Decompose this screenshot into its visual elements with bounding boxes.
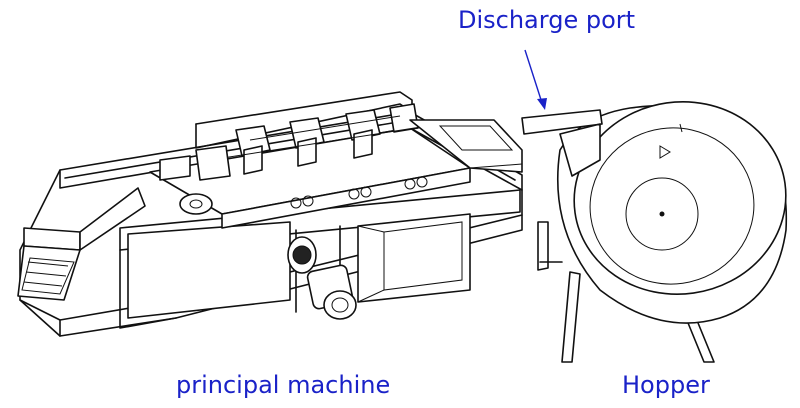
- hopper-bowl-rim: [573, 100, 787, 296]
- machine-inner-bin: [357, 213, 471, 303]
- discharge-port-spout: [521, 109, 603, 135]
- hopper-label: Hopper: [622, 371, 710, 399]
- feed-chute: [17, 187, 146, 301]
- hopper-drawing: [521, 100, 788, 363]
- machine-left-bay: [127, 221, 291, 319]
- output-track: [409, 119, 523, 173]
- principal-machine-label: principal machine: [176, 371, 391, 399]
- machine-inner-bin-opening: [383, 221, 463, 291]
- output-track-plate: [438, 125, 514, 151]
- machine-front-post: [119, 249, 177, 329]
- machine-deck-edge: [221, 167, 471, 229]
- hopper-indicator-mark: [659, 145, 671, 159]
- motor-assembly: [287, 236, 357, 320]
- discharge-port-arrow: [524, 49, 547, 110]
- hopper-leg-left: [537, 221, 549, 271]
- forming-heads: [159, 103, 441, 181]
- discharge-port-label: Discharge port: [458, 6, 636, 34]
- hopper-leg-front: [561, 271, 581, 363]
- hopper-bowl-inner: [589, 127, 755, 285]
- hopper-leg-right: [685, 317, 715, 363]
- discharge-port-neck: [559, 123, 601, 177]
- machine-bottom-left-edge: [19, 299, 61, 337]
- principal-machine-drawing: [17, 91, 523, 337]
- hopper-disk: [625, 177, 699, 251]
- pulley-wheel: [179, 193, 213, 215]
- control-dials: [290, 176, 428, 209]
